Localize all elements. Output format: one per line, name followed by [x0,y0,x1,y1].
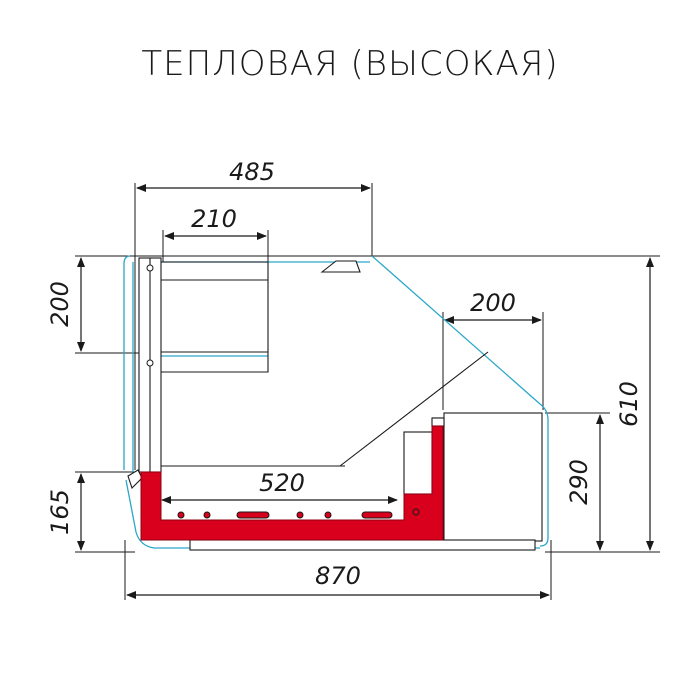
dimension-label-200-left: 200 [46,281,74,327]
dimension-label-485: 485 [229,158,275,186]
dimension-label-200-right: 200 [470,289,516,317]
heating-element-dot [177,511,185,519]
heating-element-bar [361,511,393,519]
heating-element-dot [324,511,332,519]
post-screw-icon [146,264,154,272]
heating-element-dot [203,511,211,519]
dimension-label-290: 290 [565,459,593,505]
heating-element-dot [296,511,304,519]
heating-element-dot [412,508,420,516]
page-title: ТЕПЛОВАЯ (ВЫСОКАЯ) [141,44,559,84]
heating-elements [177,508,420,519]
glass-outline [123,255,549,549]
dimension-label-610: 610 [615,381,643,427]
heated-tray [140,425,444,541]
dimension-label-165: 165 [46,489,74,535]
cabinet-structure [127,257,543,551]
dimension-label-520: 520 [259,469,305,497]
dimension-label-210: 210 [191,205,237,233]
dimension-label-870: 870 [315,562,361,590]
heating-element-bar [236,511,270,519]
post-screw-icon [146,359,154,367]
